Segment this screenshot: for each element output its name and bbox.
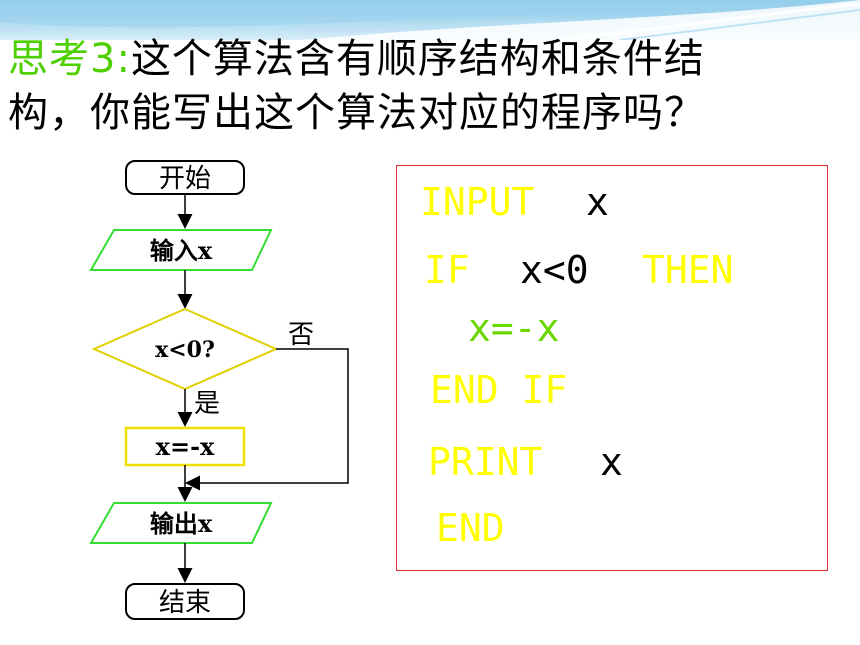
yes-label: 是 bbox=[194, 389, 220, 419]
question-label: 思考3: bbox=[8, 36, 131, 82]
question-line1: 这个算法含有顺序结构和条件结 bbox=[130, 36, 705, 82]
code-print-var: x bbox=[600, 440, 623, 484]
code-input-var: x bbox=[586, 180, 609, 224]
no-label: 否 bbox=[288, 320, 314, 350]
code-if-condition: x<0 bbox=[520, 248, 589, 292]
code-end-if: END IF bbox=[430, 368, 568, 412]
code-print-keyword: PRINT bbox=[428, 440, 543, 484]
end-label: 结束 bbox=[159, 588, 211, 618]
process-label: x=-x bbox=[156, 432, 215, 461]
output-parallelogram bbox=[89, 502, 273, 544]
code-if-keyword: IF bbox=[424, 248, 470, 292]
input-parallelogram bbox=[89, 229, 273, 271]
input-label: 输入x bbox=[150, 236, 213, 265]
header-wave-banner bbox=[0, 0, 860, 40]
start-label: 开始 bbox=[159, 164, 211, 194]
process-box bbox=[124, 426, 246, 467]
condition-label: x<0? bbox=[155, 337, 215, 363]
program-code-box bbox=[396, 165, 828, 571]
end-terminal bbox=[125, 583, 245, 620]
no-branch-line bbox=[185, 348, 349, 491]
output-label: 输出x bbox=[150, 509, 213, 538]
code-assignment: x=-x bbox=[468, 306, 560, 350]
code-end: END bbox=[436, 506, 505, 550]
question-line2: 构，你能写出这个算法对应的程序吗？ bbox=[8, 90, 705, 136]
code-input-keyword: INPUT bbox=[420, 180, 535, 224]
question-text: 思考3:这个算法含有顺序结构和条件结 构，你能写出这个算法对应的程序吗？ bbox=[8, 32, 853, 140]
code-then-keyword: THEN bbox=[642, 248, 734, 292]
